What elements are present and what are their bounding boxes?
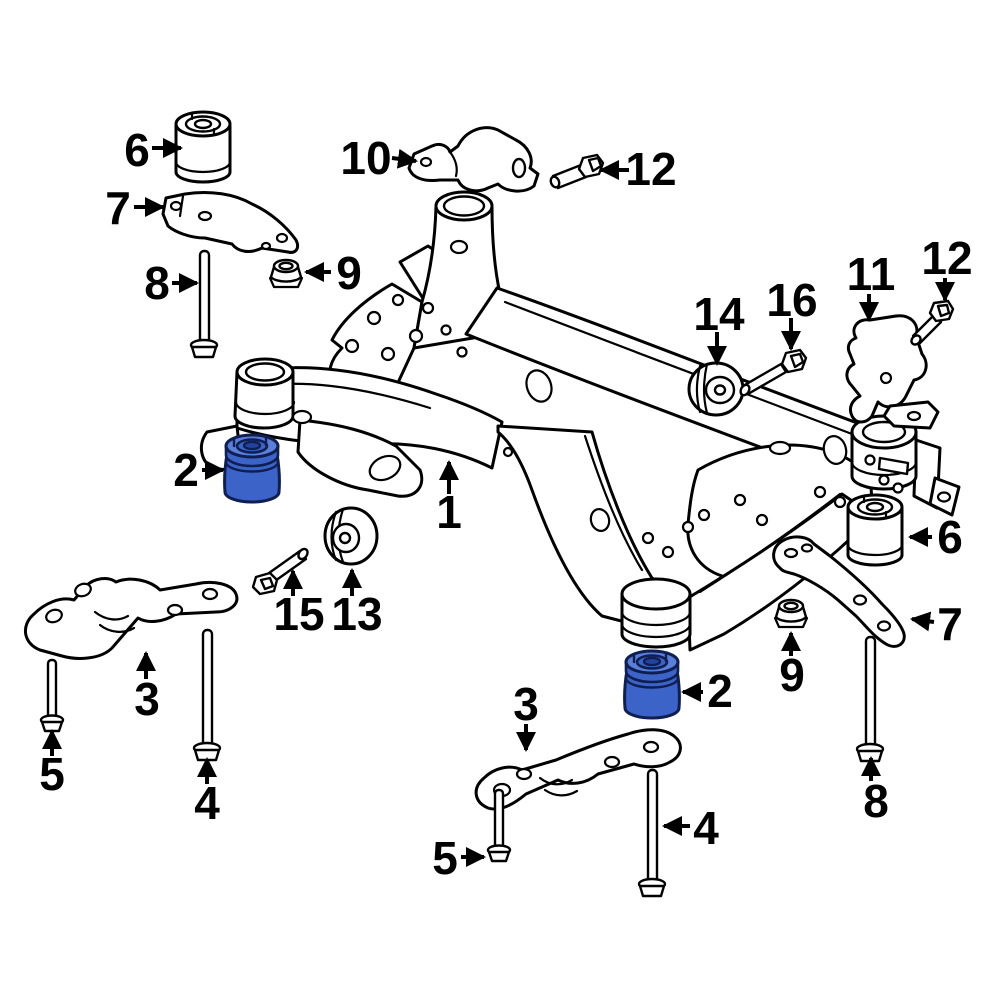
callout-2-left-highlighted: 2 bbox=[173, 444, 225, 496]
callout-5-center: 5 bbox=[432, 832, 486, 884]
callout-label: 6 bbox=[124, 124, 150, 176]
callout-2-bottom-highlighted: 2 bbox=[681, 665, 733, 717]
part-5-bolt-left bbox=[39, 658, 65, 733]
part-7-bracket-top-left bbox=[161, 190, 300, 254]
callout-label: 13 bbox=[331, 588, 382, 640]
callout-3-left: 3 bbox=[134, 651, 160, 725]
part-7-bracket-right bbox=[772, 535, 906, 648]
callout-label: 11 bbox=[847, 248, 896, 300]
callout-12-right: 12 bbox=[921, 232, 973, 302]
callout-label: 9 bbox=[336, 247, 362, 299]
callout-12-top: 12 bbox=[599, 143, 677, 195]
callout-label: 5 bbox=[39, 748, 65, 800]
part-12-bolt-top bbox=[549, 153, 605, 190]
callout-label: 16 bbox=[766, 274, 817, 326]
callout-label: 4 bbox=[194, 777, 220, 829]
callout-label: 15 bbox=[273, 588, 324, 640]
callout-label: 12 bbox=[625, 143, 676, 195]
part-3-bracket-left bbox=[24, 577, 239, 660]
callout-3-center: 3 bbox=[513, 678, 539, 752]
callout-10-top: 10 bbox=[340, 132, 418, 184]
callout-label: 8 bbox=[144, 257, 170, 309]
callout-4-center: 4 bbox=[662, 802, 719, 854]
callout-label: 2 bbox=[173, 444, 199, 496]
callout-6-right: 6 bbox=[908, 511, 963, 563]
callout-label: 8 bbox=[863, 775, 889, 827]
part-12-bolt-far-right bbox=[910, 299, 955, 346]
part-6-bushing-top-left bbox=[174, 110, 232, 184]
callout-label: 7 bbox=[937, 598, 963, 650]
callout-8-right: 8 bbox=[861, 756, 889, 827]
part-2-bushing-bottom-highlighted bbox=[623, 649, 681, 720]
callout-1-crossmember: 1 bbox=[436, 460, 462, 538]
part-5-bolt-center bbox=[486, 788, 512, 863]
callout-label: 14 bbox=[693, 288, 745, 340]
callout-8-left: 8 bbox=[144, 257, 199, 309]
callout-16: 16 bbox=[766, 274, 818, 351]
part-11-bracket-right bbox=[845, 314, 940, 430]
part-15-bolt bbox=[251, 547, 309, 596]
callout-9-upper-left: 9 bbox=[304, 247, 362, 299]
part-4-bolt-center bbox=[637, 768, 667, 898]
callout-7-top-left: 7 bbox=[105, 182, 165, 234]
part-4-bolt-left bbox=[192, 628, 222, 762]
callout-label: 10 bbox=[340, 132, 391, 184]
part-14-damper bbox=[687, 361, 745, 417]
part-8-bolt-right bbox=[855, 635, 885, 763]
callout-label: 9 bbox=[779, 649, 805, 701]
callout-6-top-left: 6 bbox=[124, 124, 183, 176]
part-3-bracket-center bbox=[474, 728, 682, 811]
callout-7-right: 7 bbox=[910, 598, 963, 650]
callout-label: 4 bbox=[693, 802, 719, 854]
callout-label: 3 bbox=[134, 673, 160, 725]
part-9-nut-upper-left bbox=[268, 258, 304, 289]
part-2-bushing-left-highlighted bbox=[223, 433, 281, 504]
part-8-bolt-left bbox=[189, 249, 219, 359]
callout-9-right: 9 bbox=[779, 631, 805, 701]
callout-14: 14 bbox=[693, 288, 745, 366]
callout-4-left: 4 bbox=[194, 757, 220, 829]
callout-label: 1 bbox=[436, 486, 462, 538]
part-9-nut-right bbox=[773, 598, 809, 629]
callout-label: 12 bbox=[921, 232, 972, 284]
part-10-bracket-top bbox=[407, 126, 540, 193]
callout-11: 11 bbox=[847, 248, 896, 322]
callout-label: 7 bbox=[105, 182, 131, 234]
part-6-bushing-right bbox=[846, 493, 904, 567]
callout-5-left: 5 bbox=[39, 729, 65, 800]
callout-15: 15 bbox=[273, 569, 325, 640]
callout-label: 3 bbox=[513, 678, 539, 730]
callout-label: 6 bbox=[937, 511, 963, 563]
callout-label: 5 bbox=[432, 832, 458, 884]
callout-13: 13 bbox=[331, 568, 383, 640]
part-13-damper bbox=[323, 506, 379, 566]
callout-label: 2 bbox=[707, 665, 733, 717]
part-16-bolt bbox=[739, 348, 808, 397]
